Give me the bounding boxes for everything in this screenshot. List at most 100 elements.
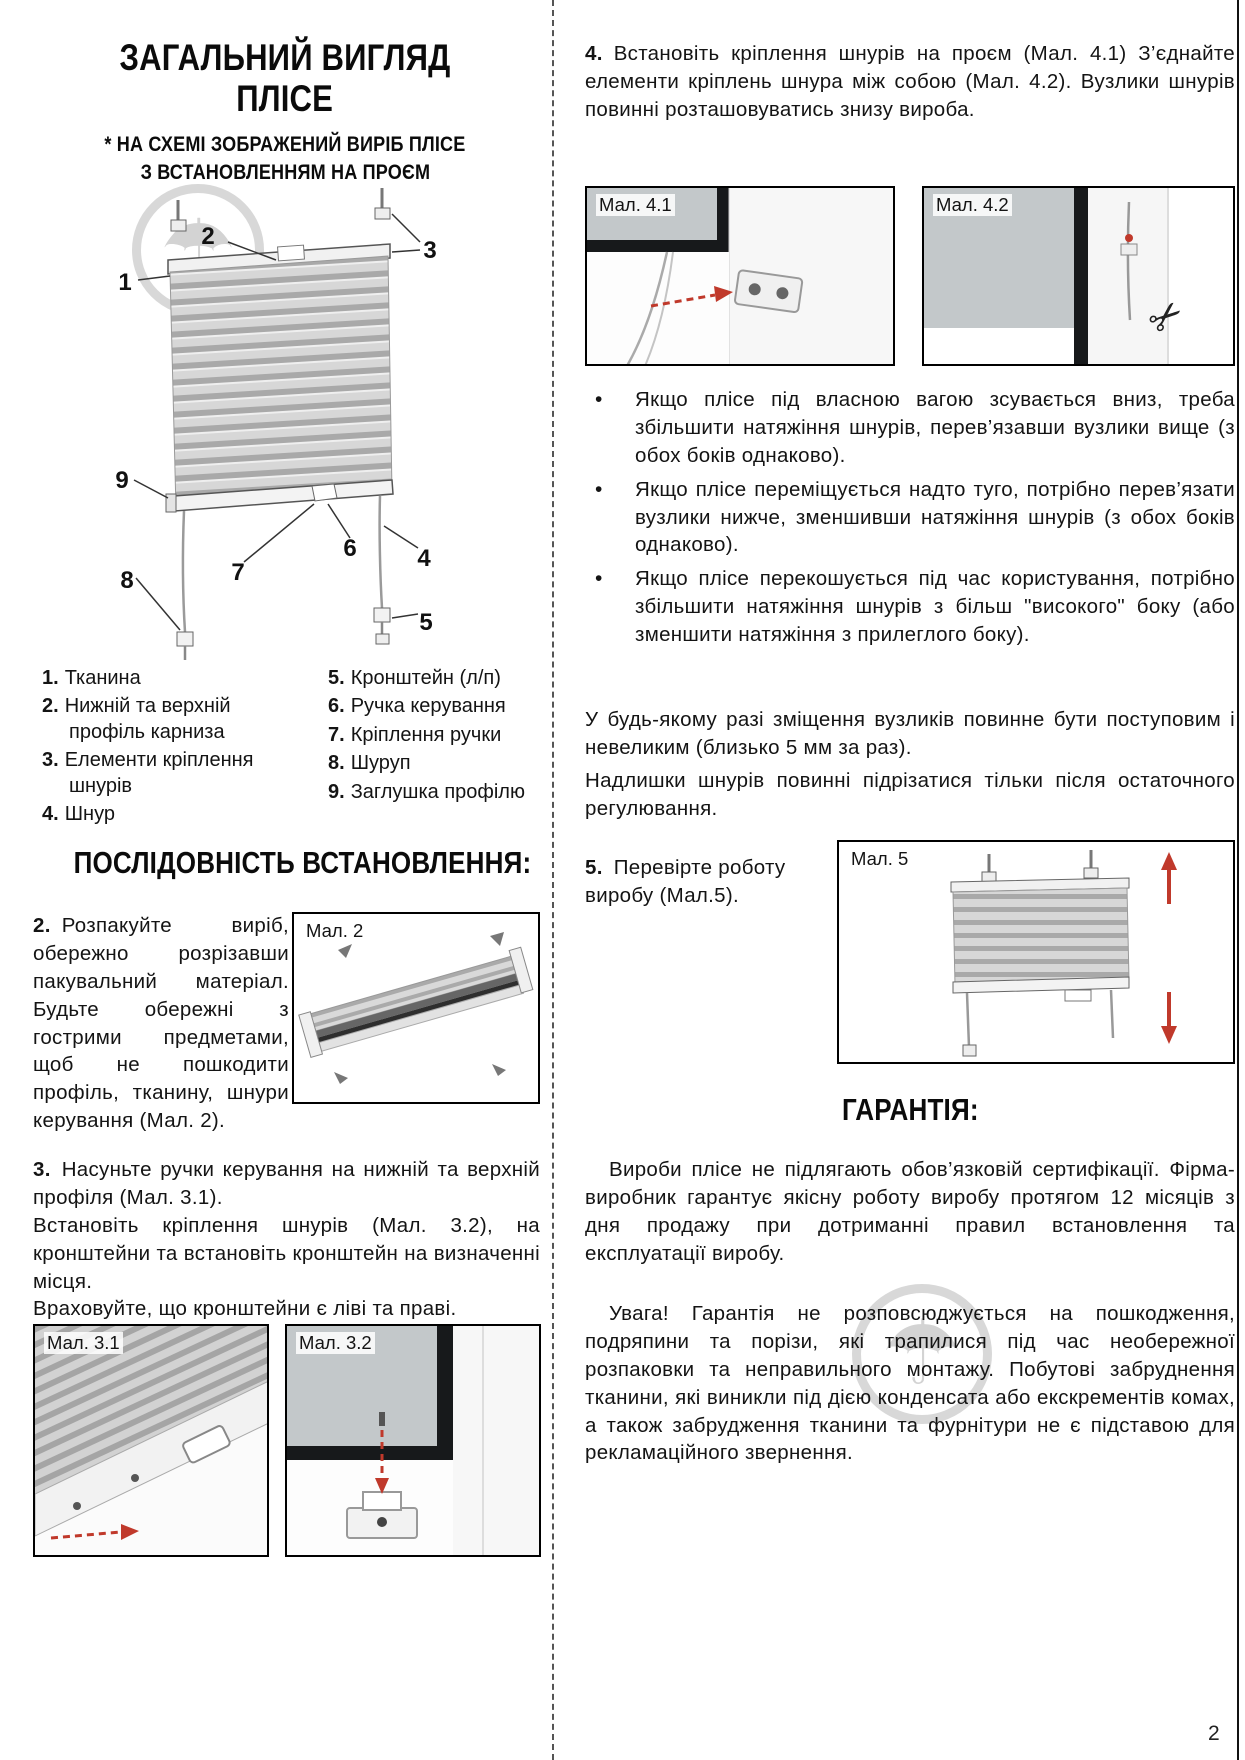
unpack-arrows [334, 932, 506, 1084]
bullet-marker: • [595, 477, 603, 501]
arrowhead [121, 1524, 139, 1540]
step-number: 2. [33, 914, 51, 937]
note-line: Надлишки шнурів повинні підрізатися тіль… [585, 768, 1235, 820]
bullet-marker: • [595, 567, 603, 591]
control-handle [311, 483, 338, 502]
top-bracket [374, 207, 391, 220]
cord [1126, 201, 1132, 321]
callout-lines [133, 213, 421, 631]
callout-number: 4 [417, 545, 431, 572]
screw [379, 1412, 385, 1426]
blind-diagram: 1 2 3 4 5 6 7 8 9 [30, 180, 540, 673]
pleated-fabric [952, 887, 1130, 986]
page-number: 2 [1208, 1722, 1220, 1745]
adjustment-note: У будь-якому разі зміщення вузликів пови… [585, 706, 1235, 828]
bullet-text: Якщо плісе перекошується під час користу… [635, 567, 1235, 646]
page-edge-line [1237, 0, 1239, 1760]
cord [181, 510, 187, 633]
profile-end-cap [165, 493, 177, 513]
legend-item-text: Кріплення ручки [350, 723, 502, 746]
window-frame-edge [437, 1326, 453, 1476]
step-text: Насуньте ручки керування на нижній та ве… [33, 1158, 540, 1209]
cord [644, 251, 674, 364]
step-3-line2: Встановіть кріплення шнурів (Мал. 3.2), … [33, 1213, 540, 1293]
note-line: У будь-якому разі зміщення вузликів пови… [585, 708, 1235, 759]
step-number: 3. [33, 1158, 51, 1181]
legend-item: 9.Заглушка профілю [328, 780, 542, 805]
legend-item-number: 2. [42, 695, 59, 718]
figure-5: Мал. 5 [837, 840, 1235, 1064]
cord-fitting [962, 1044, 977, 1057]
step-3-line3: Враховуйте, що кронштейни є ліві та прав… [33, 1297, 457, 1321]
legend-item-text: Ручка керування [350, 695, 506, 718]
legend-item: 1.Тканина [42, 666, 306, 691]
figure-4-1-drawing [587, 188, 893, 364]
window-sill [587, 252, 729, 364]
warranty-heading-text: ГАРАНТІЯ: [841, 1092, 979, 1127]
pleated-fabric [169, 255, 393, 511]
callout-number: 3 [423, 237, 436, 264]
figure-label: Мал. 4.1 [596, 194, 675, 216]
cord [378, 495, 384, 609]
cord [626, 251, 669, 364]
adjustment-bullets: • Якщо плісе під власною вагою зсуваєтьс… [585, 386, 1235, 655]
legend-item-text: Нижній та верхній профіль карниза [64, 695, 231, 743]
figure-2: Мал. 2 [292, 912, 540, 1104]
bullet-text: Якщо плісе під власною вагою зсувається … [635, 388, 1235, 467]
legend-item-text: Шуруп [350, 752, 411, 775]
column-divider [552, 0, 554, 1760]
bullet-text: Якщо плісе переміщується надто туго, пот… [635, 477, 1235, 557]
callout-number: 8 [120, 567, 133, 594]
figure-label: Мал. 5 [848, 848, 912, 870]
legend-item-number: 5. [328, 667, 345, 689]
step-4-paragraph: 4.Встановіть кріплення шнурів на проєм (… [585, 40, 1235, 124]
bullet-item: • Якщо плісе під власною вагою зсуваєтьс… [585, 386, 1235, 470]
legend-item-number: 9. [328, 780, 345, 803]
step-number: 4. [585, 42, 603, 65]
figure-4-2: Мал. 4.2 ✂ [922, 186, 1235, 366]
parts-legend: 1.Тканина 2.Нижній та верхній профіль ка… [42, 666, 542, 830]
step-text: Розпакуйте виріб, обережно розрізавши па… [33, 914, 289, 1133]
cord [1109, 989, 1115, 1039]
warranty-paragraph-1: Вироби плісе не підлягають обов’язковій … [585, 1158, 1235, 1265]
legend-item-text: Заглушка профілю [350, 780, 525, 803]
window-frame-edge [717, 188, 729, 252]
figure-label: Мал. 4.2 [933, 194, 1012, 216]
legend-column-left: 1.Тканина 2.Нижній та верхній профіль ка… [42, 666, 306, 830]
figure-label: Мал. 3.1 [44, 1332, 123, 1354]
rail-hole [73, 1502, 81, 1510]
legend-item-number: 4. [42, 802, 59, 825]
window-frame [453, 1326, 539, 1555]
callout-number: 6 [343, 535, 356, 562]
step-text: Встановіть кріплення шнурів на проєм (Ма… [585, 42, 1235, 121]
legend-item: 5.Кронштейн (л/п) [328, 666, 542, 691]
cord-clip [277, 244, 305, 262]
cord-clip [1120, 243, 1138, 256]
overview-subtitle: * НА СХЕМІ ЗОБРАЖЕНИЙ ВИРІБ ПЛІСЕ З ВСТА… [30, 130, 540, 187]
step-5-paragraph: 5.Перевірте роботу виробу (Мал.5). [585, 854, 835, 910]
move-down-arrow [1161, 992, 1177, 1044]
figure-3-1-drawing [35, 1326, 267, 1555]
warranty-heading: ГАРАНТІЯ: [585, 1092, 1235, 1128]
legend-item-text: Тканина [64, 667, 141, 689]
blind-diagram-drawing: 1 2 3 4 5 6 7 8 9 [115, 188, 437, 673]
cord-fitting [176, 631, 194, 647]
screw [748, 283, 761, 296]
install-heading: ПОСЛІДОВНІСТЬ ВСТАНОВЛЕННЯ: [30, 845, 540, 881]
legend-item-number: 3. [42, 749, 59, 772]
window-frame-edge [287, 1446, 453, 1460]
mount-direction-arrow [650, 293, 716, 308]
overview-title-line2: ПЛІСЕ [236, 77, 334, 119]
legend-item: 7.Кріплення ручки [328, 723, 542, 748]
warranty-paragraph-2: Увага! Гарантія не розповсюджується на п… [585, 1302, 1235, 1465]
bullet-marker: • [595, 388, 603, 411]
callout-number: 7 [231, 559, 244, 586]
step-2-paragraph: 2.Розпакуйте виріб, обережно розрізавши … [33, 912, 289, 1135]
step-3-line1: 3.Насуньте ручки керування на нижній та … [33, 1156, 540, 1212]
figure-5-drawing [950, 850, 1177, 1057]
callout-number: 1 [118, 269, 131, 296]
callout-number: 9 [115, 467, 128, 494]
top-bracket [170, 219, 187, 232]
legend-item-number: 8. [328, 752, 345, 775]
